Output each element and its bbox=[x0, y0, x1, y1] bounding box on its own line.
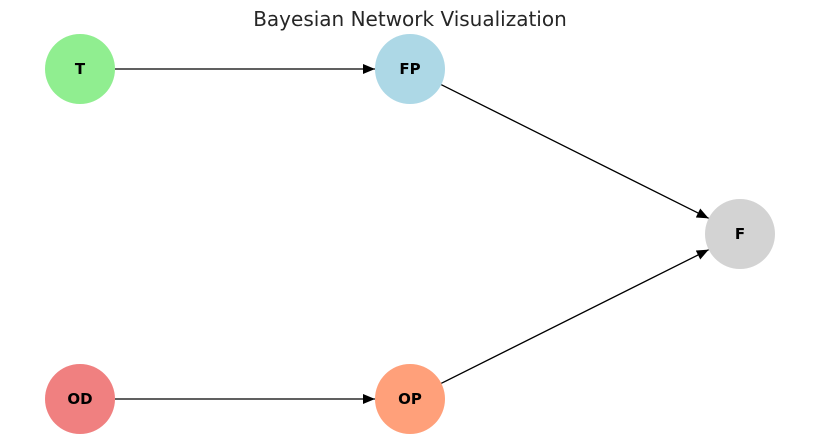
node-circle bbox=[375, 364, 445, 434]
node-circle bbox=[375, 34, 445, 104]
node-op: OP bbox=[375, 364, 445, 434]
node-fp: FP bbox=[375, 34, 445, 104]
node-label: OD bbox=[67, 390, 92, 408]
edge-op-to-f bbox=[441, 249, 709, 384]
node-t: T bbox=[45, 34, 115, 104]
node-circle bbox=[45, 364, 115, 434]
node-label: OP bbox=[398, 390, 422, 408]
node-f: F bbox=[705, 199, 775, 269]
diagram-title: Bayesian Network Visualization bbox=[253, 7, 567, 31]
nodes-layer: T FP F OD OP bbox=[45, 34, 775, 434]
node-label: FP bbox=[399, 60, 420, 78]
node-label: T bbox=[75, 60, 86, 78]
node-label: F bbox=[735, 225, 745, 243]
node-od: OD bbox=[45, 364, 115, 434]
edge-fp-to-f bbox=[441, 84, 709, 219]
node-circle bbox=[45, 34, 115, 104]
node-circle bbox=[705, 199, 775, 269]
edges-layer bbox=[115, 64, 709, 404]
